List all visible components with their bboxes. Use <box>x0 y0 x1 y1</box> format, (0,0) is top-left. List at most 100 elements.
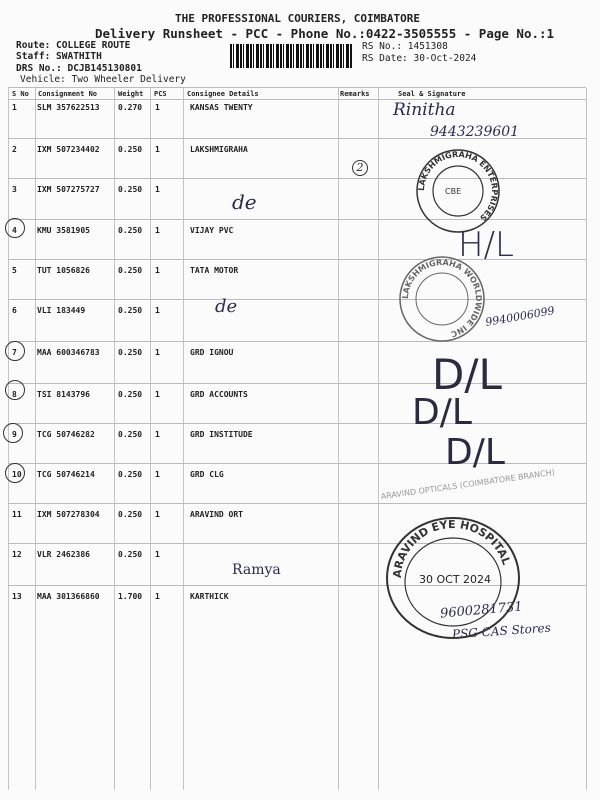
svg-text:CBE: CBE <box>445 187 461 196</box>
row-sno: 12 <box>12 550 22 559</box>
row-pcs: 1 <box>155 226 160 235</box>
row-sno: 6 <box>12 306 17 315</box>
row-divider <box>8 87 586 88</box>
row-sno: 11 <box>12 510 22 519</box>
row-consignment-no: IXM 507275727 <box>37 185 100 194</box>
row-pcs: 1 <box>155 430 160 439</box>
row-consignee: LAKSHMIGRAHA <box>190 145 248 154</box>
row-consignee: VIJAY PVC <box>190 226 234 235</box>
row-consignment-no: TSI 8143796 <box>37 390 90 399</box>
row-consignment-no: IXM 507278304 <box>37 510 100 519</box>
row-weight: 0.250 <box>118 470 143 479</box>
handwritten-phone: 9940006099 <box>484 304 556 329</box>
row-pcs: 1 <box>155 348 160 357</box>
row-divider <box>8 219 586 220</box>
row-divider <box>8 138 586 139</box>
row-divider <box>8 99 586 100</box>
row-weight: 0.250 <box>118 510 143 519</box>
row-consignee: GRD CLG <box>190 470 224 479</box>
column-divider <box>183 88 184 790</box>
rs-date: RS Date: 30-Oct-2024 <box>362 53 477 64</box>
row-weight: 0.250 <box>118 226 143 235</box>
lakshmigraha-enterprises-stamp: LAKSHMIGRAHA ENTERPRISES CBE <box>416 149 500 233</box>
row-pcs: 1 <box>155 592 160 601</box>
svg-text:30 OCT 2024: 30 OCT 2024 <box>419 573 491 586</box>
row-weight: 0.270 <box>118 103 143 112</box>
row-divider <box>8 503 586 504</box>
row-pcs: 1 <box>155 306 160 315</box>
row-divider <box>8 463 586 464</box>
row-pcs: 1 <box>155 390 160 399</box>
row-consignee: GRD INSTITUDE <box>190 430 253 439</box>
row-divider <box>8 543 586 544</box>
circle-mark <box>3 423 23 443</box>
handwritten-dl: D/L <box>412 392 472 433</box>
row-weight: 0.250 <box>118 550 143 559</box>
col-consignee: Consignee Details <box>187 90 259 98</box>
row-weight: 0.250 <box>118 145 143 154</box>
ditto-mark: de <box>215 296 238 317</box>
row-sno: 2 <box>12 145 17 154</box>
row-weight: 0.250 <box>118 266 143 275</box>
row-divider <box>8 423 586 424</box>
handwritten-dl: D/L <box>445 432 505 473</box>
circle-mark <box>5 218 25 238</box>
row-sno: 3 <box>12 185 17 194</box>
row-consignment-no: VLR 2462386 <box>37 550 90 559</box>
row-divider <box>8 178 586 179</box>
row-consignee: KANSAS TWENTY <box>190 103 253 112</box>
svg-text:LAKSHMIGRAHA WORLDWIDE INC: LAKSHMIGRAHA WORLDWIDE INC <box>401 258 483 339</box>
row-consignee: KARTHICK <box>190 592 229 601</box>
row-weight: 1.700 <box>118 592 143 601</box>
row-weight: 0.250 <box>118 390 143 399</box>
column-divider <box>378 88 379 790</box>
col-consignment: Consignment No <box>38 90 98 98</box>
row-weight: 0.250 <box>118 185 143 194</box>
row-weight: 0.250 <box>118 430 143 439</box>
staff: Staff: SWATHITH <box>16 51 102 62</box>
column-divider <box>114 88 115 790</box>
col-weight: Weight <box>118 90 144 98</box>
remark-circled-2: 2 <box>352 160 368 176</box>
row-sno: 5 <box>12 266 17 275</box>
row-pcs: 1 <box>155 266 160 275</box>
row-consignment-no: IXM 507234402 <box>37 145 100 154</box>
row-consignment-no: MAA 600346783 <box>37 348 100 357</box>
row-consignment-no: TCG 50746214 <box>37 470 95 479</box>
rs-no: RS No.: 1451308 <box>362 41 448 52</box>
col-pcs: PCS <box>154 90 167 98</box>
column-divider <box>586 88 587 790</box>
col-seal: Seal & Signature <box>398 90 466 98</box>
circle-mark <box>5 380 25 400</box>
barcode <box>230 44 352 68</box>
row-pcs: 1 <box>155 510 160 519</box>
column-divider <box>35 88 36 790</box>
row-consignment-no: VLI 183449 <box>37 306 86 315</box>
row-pcs: 1 <box>155 145 160 154</box>
route: Route: COLLEGE ROUTE <box>16 40 131 51</box>
row-consignment-no: TUT 1056826 <box>37 266 90 275</box>
col-sno: S No <box>12 90 29 98</box>
circle-mark <box>5 463 25 483</box>
row-weight: 0.250 <box>118 306 143 315</box>
row-weight: 0.250 <box>118 348 143 357</box>
row-consignee: ARAVIND ORT <box>190 510 243 519</box>
row-consignee: TATA MOTOR <box>190 266 239 275</box>
row-divider <box>8 341 586 342</box>
vehicle: Vehicle: Two Wheeler Delivery <box>20 74 186 85</box>
row-consignment-no: KMU 3581905 <box>37 226 90 235</box>
row-pcs: 1 <box>155 103 160 112</box>
sheet-title: Delivery Runsheet - PCC - Phone No.:0422… <box>95 26 555 41</box>
row-divider <box>8 299 586 300</box>
row-consignment-no: SLM 357622513 <box>37 103 100 112</box>
company-name: THE PROFESSIONAL COURIERS, COIMBATORE <box>175 12 421 25</box>
row-divider <box>8 585 586 586</box>
row-consignment-no: TCG 50746282 <box>37 430 95 439</box>
row-divider <box>8 259 586 260</box>
aravind-eye-hospital-stamp: ARAVIND EYE HOSPITAL 30 OCT 2024 <box>386 517 520 639</box>
lakshmigraha-worldwide-stamp: LAKSHMIGRAHA WORLDWIDE INC <box>399 256 485 342</box>
handwritten-phone: 9443239601 <box>430 124 520 140</box>
circle-mark <box>5 341 25 361</box>
drs-no: DRS No.: DCJB145130801 <box>16 63 142 74</box>
